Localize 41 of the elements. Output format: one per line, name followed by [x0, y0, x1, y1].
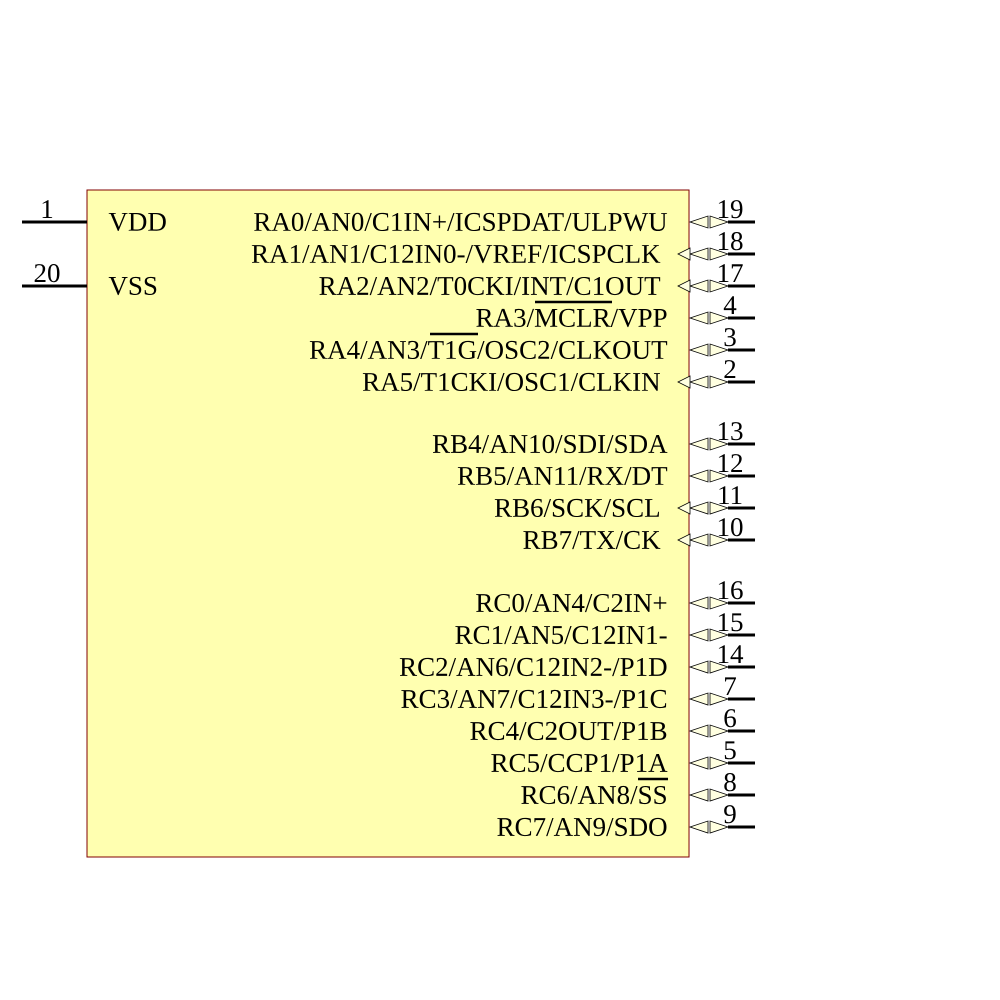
pin-number: 15	[718, 613, 742, 632]
pin-number: 10	[718, 518, 742, 536]
pin-name: RC7/AN9/SDO	[497, 818, 666, 836]
pin-name: RB7/TX/CK	[523, 530, 660, 550]
pin-name: RB6/SCK/SCL	[494, 498, 659, 518]
pin-number: 19	[718, 200, 742, 218]
pin-number: 18	[718, 232, 742, 250]
pin-name: RA4/AN3/T1G/OSC2/CLKOUT	[310, 340, 668, 360]
pin-name: VSS	[108, 276, 156, 296]
pin-number: 1	[42, 200, 52, 218]
chip-body	[86, 190, 690, 858]
pin-number: 9	[724, 805, 736, 824]
pin-name: RA0/AN0/C1IN+/ICSPDAT/ULPWU	[254, 212, 668, 232]
pin-number: 3	[724, 328, 736, 346]
pin-name: RC1/AN5/C12IN1-	[455, 626, 667, 644]
pin-number: 5	[724, 741, 736, 760]
pin-name: RB5/AN11/RX/DT	[458, 466, 668, 486]
pin-number: 14	[718, 645, 744, 663]
pin-name: RA1/AN1/C12IN0-/VREF/ICSPCLK	[252, 244, 660, 264]
pin-number: 8	[724, 773, 736, 792]
pin-number: 11	[719, 486, 742, 504]
pin-name: RC6/AN8/SS	[521, 786, 666, 804]
pin-name: RC5/CCP1/P1A	[491, 754, 668, 772]
pin-name: RB4/AN10/SDI/SDA	[432, 434, 668, 454]
pin-name: RC2/AN6/C12IN2-/P1D	[400, 658, 667, 676]
pin-name: RA3/MCLR/VPP	[476, 308, 667, 328]
pin-number: 4	[724, 296, 736, 314]
pin-number: 16	[718, 581, 743, 600]
pin-number: 7	[725, 677, 736, 695]
pin-name: RA5/T1CKI/OSC1/CLKIN	[362, 372, 660, 392]
pin-name: RA2/AN2/T0CKI/INT/C1OUT	[319, 276, 660, 296]
pin-number: 17	[718, 264, 743, 282]
pin-number: 12	[718, 454, 742, 472]
pin-name: VDD	[108, 212, 166, 232]
pin-number: 6	[724, 709, 736, 728]
pin-number: 13	[718, 422, 742, 440]
pin-number: 2	[724, 360, 736, 378]
pin-number: 20	[34, 264, 60, 282]
pin-name: RC4/C2OUT/P1B	[470, 722, 666, 740]
pin-name: RC3/AN7/C12IN3-/P1C	[401, 690, 666, 708]
pin-name: RC0/AN4/C2IN+	[476, 594, 666, 612]
